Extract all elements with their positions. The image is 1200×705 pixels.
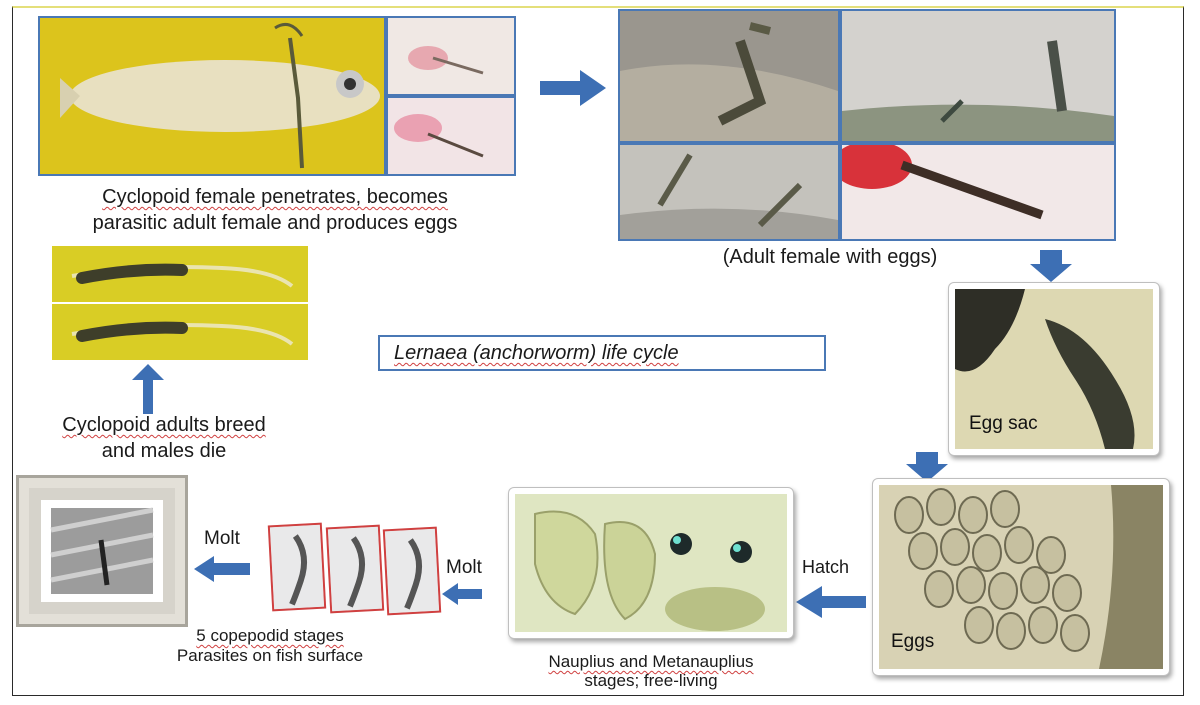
adult-female-photo-1	[618, 9, 840, 143]
cyclopoid-adult-photo-top	[52, 246, 308, 302]
egg-sac-image	[955, 289, 1153, 449]
life-cycle-title: Lernaea (anchorworm) life cycle	[378, 335, 826, 371]
molt-right-label: Molt	[446, 557, 482, 578]
penetrates-caption: Cyclopoid female penetrates, becomes par…	[20, 184, 530, 236]
breed-caption: Cyclopoid adults breed and males die	[14, 412, 314, 464]
copepodid-caption: 5 copepodid stages Parasites on fish sur…	[110, 626, 430, 666]
penetrates-caption-line2: parasitic adult female and produces eggs	[92, 212, 458, 234]
copepodid-words: 5 copepodid stages	[196, 626, 344, 645]
nauplius-image	[515, 494, 787, 632]
breed-caption-line2: and males die	[101, 440, 227, 462]
parasite-on-fish-surface-photo	[16, 475, 188, 627]
nauplius-photo	[508, 487, 794, 639]
eggs-image	[879, 485, 1163, 669]
breed-caption-line1: Cyclopoid adults breed	[62, 414, 266, 436]
adult-female-photo-3	[618, 143, 840, 241]
parasite-closeup-top-photo	[386, 16, 516, 96]
diagram-frame	[12, 6, 1184, 696]
copepodid-stage-photo-3	[382, 526, 442, 616]
arrow-up-left	[132, 364, 164, 414]
arrow-down-eggs	[906, 452, 948, 482]
eggs-label: Eggs	[891, 631, 935, 652]
nauplius-caption: Nauplius and Metanauplius stages; free-l…	[496, 652, 806, 690]
nauplius-caption-line2: stages; free-living	[584, 671, 718, 690]
arrow-left-molt-left	[194, 556, 250, 582]
nauplius-words: Nauplius and Metanauplius	[548, 652, 754, 671]
egg-sac-label: Egg sac	[969, 413, 1038, 434]
parasite-closeup-bottom-photo	[386, 96, 516, 176]
egg-sac-photo: Egg sac	[948, 282, 1160, 456]
cyclopoid-word: Cyclopoid female penetrates, becomes	[102, 186, 448, 208]
adult-female-caption: (Adult female with eggs)	[722, 246, 938, 268]
adult-female-photo-4	[840, 143, 1116, 241]
arrow-down-right	[1030, 250, 1072, 282]
eggs-photo: Eggs	[872, 478, 1170, 676]
copepodid-stage-photo-1	[267, 522, 327, 612]
fish-host-photo	[38, 16, 386, 176]
arrow-right-top	[540, 70, 606, 106]
adult-female-photo-2	[840, 9, 1116, 143]
life-cycle-title-text: Lernaea (anchorworm) life cycle	[394, 342, 679, 364]
cyclopoid-adult-photo-bottom	[52, 304, 308, 360]
arrow-left-hatch	[796, 586, 866, 618]
copepodid-stage-photo-2	[325, 524, 385, 614]
hatch-label: Hatch	[802, 557, 850, 577]
copepodid-caption-line2: Parasites on fish surface	[176, 646, 364, 665]
arrow-left-molt-right	[442, 583, 482, 605]
molt-left-label: Molt	[204, 528, 240, 549]
